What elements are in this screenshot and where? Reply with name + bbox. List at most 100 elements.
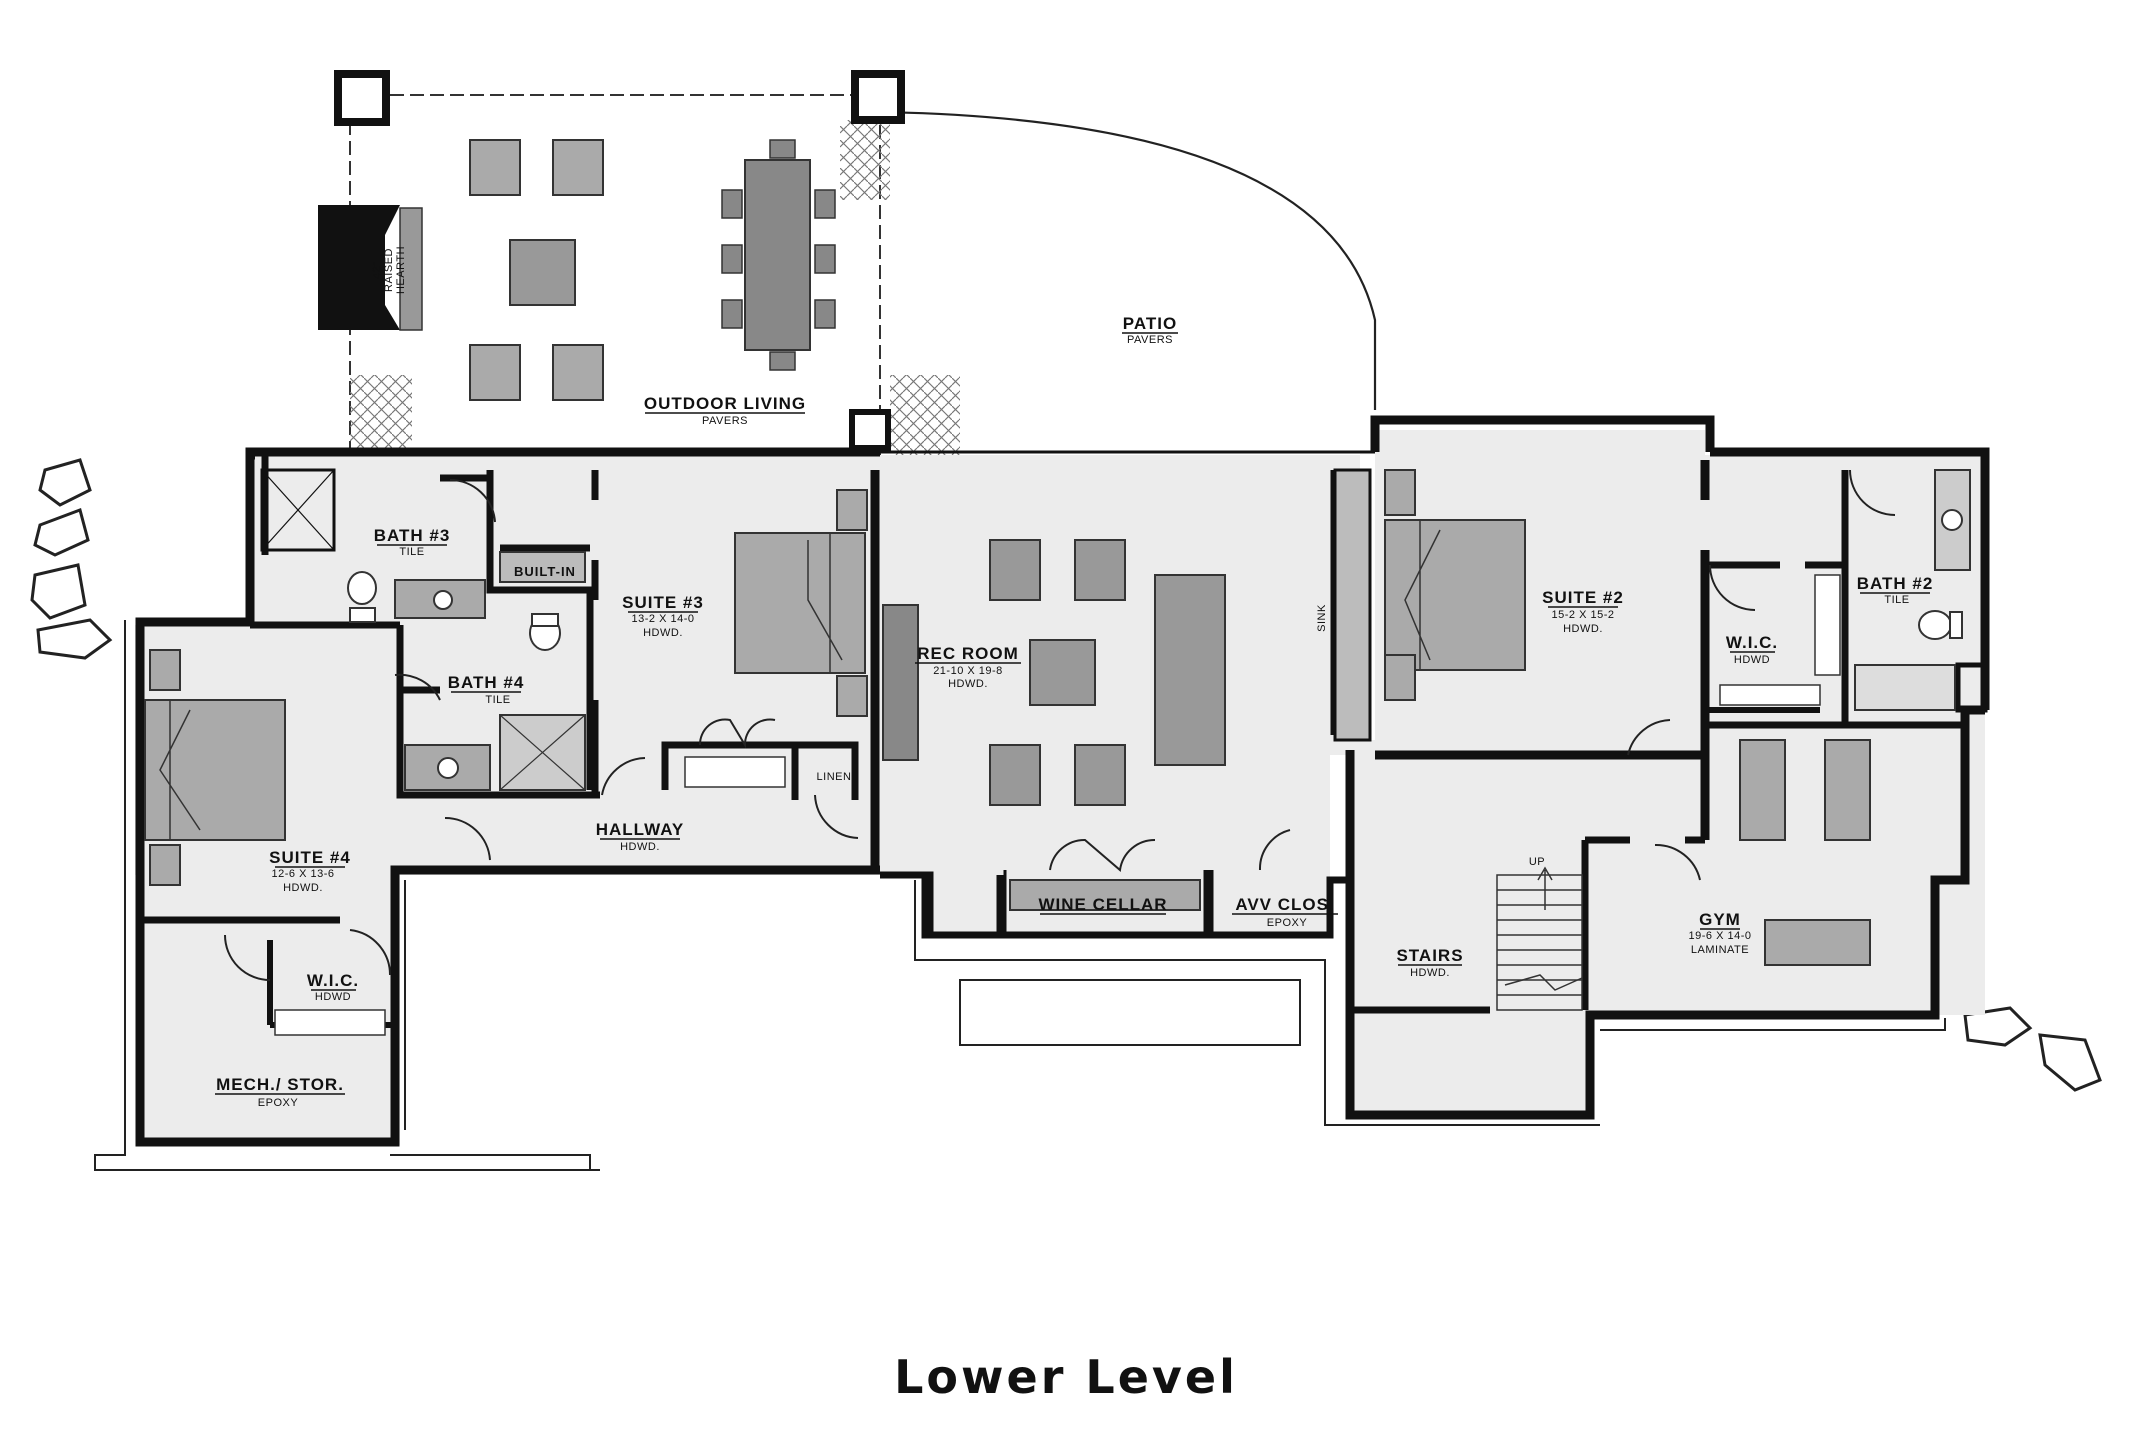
bed-suite3 [734,532,866,674]
pavers-sw [350,375,412,455]
wic-suite4-finish: HDWD [315,991,351,1003]
stone [1963,1006,2033,1047]
wall-suite3-closet [661,741,799,800]
stairs-finish: HDWD. [1410,967,1450,979]
door-swings [224,469,1896,981]
raised-hearth [399,207,423,331]
rec-room-dims: 21-10 X 19-8 [933,665,1003,677]
wall-wine-left [921,875,1004,939]
dining-table [744,159,811,351]
nightstand [149,649,181,691]
media-console [882,604,919,761]
club-chair [1074,539,1126,601]
ghost-line-south [914,880,1600,1126]
sofa [1154,574,1226,766]
wall-avv [1206,870,1330,939]
nightstand [836,489,868,531]
outdoor-living-finish: PAVERS [702,415,748,427]
lounge-chair [469,344,521,401]
mech-stor-label: MECH./ STOR. [216,1075,344,1094]
sink-label: SINK [1316,604,1328,632]
mech-stor-finish: EPOXY [258,1097,299,1109]
outdoor-living-label: OUTDOOR LIVING [644,394,806,413]
furniture [144,469,1971,1036]
built-in-cabinet [499,551,586,583]
nightstand [1384,654,1416,701]
lounge-chair [552,344,604,401]
bath4-finish: TILE [485,694,510,706]
wall-south-west [135,617,880,1147]
suite3-label: SUITE #3 [622,593,704,612]
built-in-label: BUILT-IN [514,564,576,579]
page-title: Lower Level [894,1350,1238,1404]
column-s [849,409,891,451]
wall-suite2-north [1370,415,1715,452]
linen-label: LINEN [817,771,852,783]
column-nw [334,70,390,126]
hallway-label: HALLWAY [596,820,685,839]
column-ne [851,70,905,124]
nightstand [836,675,868,717]
hearth-label-2: RAISED [383,248,395,292]
pavers-se [890,375,960,455]
wine-rack [1009,879,1201,911]
stone [2038,1033,2102,1092]
bath4-label: BATH #4 [448,673,525,692]
dining-chair [814,299,836,329]
club-chair [989,539,1041,601]
stone [38,458,92,507]
gym-equipment [1739,739,1786,841]
bath3-finish: TILE [399,546,424,558]
toilet [1918,610,1952,640]
pavers-ne [840,120,890,200]
outdoor-area [318,70,1377,456]
bath3-label: BATH #3 [374,526,451,545]
suite4-finish: HDWD. [283,882,323,894]
patio-finish: PAVERS [1127,334,1173,346]
suite2-label: SUITE #2 [1542,588,1624,607]
stairs-label: STAIRS [1396,946,1463,965]
rec-room-finish: HDWD. [948,678,988,690]
hearth-label-1: 42" [371,261,383,279]
gym-finish: LAMINATE [1691,944,1749,956]
avv-clos-finish: EPOXY [1267,917,1308,929]
dining-chair [721,189,743,219]
suite4-label: SUITE #4 [269,848,351,867]
coffee-table [1029,639,1096,706]
toilet [347,571,377,605]
nightstand [149,844,181,886]
walls [94,415,1990,1171]
dining-chair [769,139,796,159]
dining-chair [769,351,796,371]
suite4-dims: 12-6 X 13-6 [272,868,335,880]
wic-suite2-label: W.I.C. [1726,633,1778,652]
patio-label: PATIO [1123,314,1177,333]
suite3-finish: HDWD. [643,627,683,639]
dining-chair [814,189,836,219]
gym-equipment [1824,739,1871,841]
bath2-label: BATH #2 [1857,574,1934,593]
suite3-dims: 13-2 X 14-0 [632,613,695,625]
labels: 42"RAISEDHEARTH OUTDOOR LIVING PAVERS PA… [215,246,1934,1109]
bathtub [1854,664,1956,711]
wall-bath4-east [486,470,594,790]
closet-rod [684,756,786,788]
patio-arc [879,110,1377,410]
wall-linen [790,741,859,800]
shower-bath3 [260,468,336,552]
stone [36,618,113,660]
dining-chair [814,244,836,274]
wall-south-east [1345,705,1985,1120]
club-chair [1074,744,1126,806]
fireplace [318,205,400,330]
suite2-dims: 15-2 X 15-2 [1552,609,1615,621]
wic-suite2-finish: HDWD [1734,654,1770,666]
bed-suite4 [144,699,286,841]
closet-rod [274,1009,386,1036]
ghost-line-west [94,620,600,1171]
wall-bath4 [396,625,600,799]
gym-dims: 19-6 X 14-0 [1689,930,1752,942]
stair-treads [1496,866,1583,1011]
